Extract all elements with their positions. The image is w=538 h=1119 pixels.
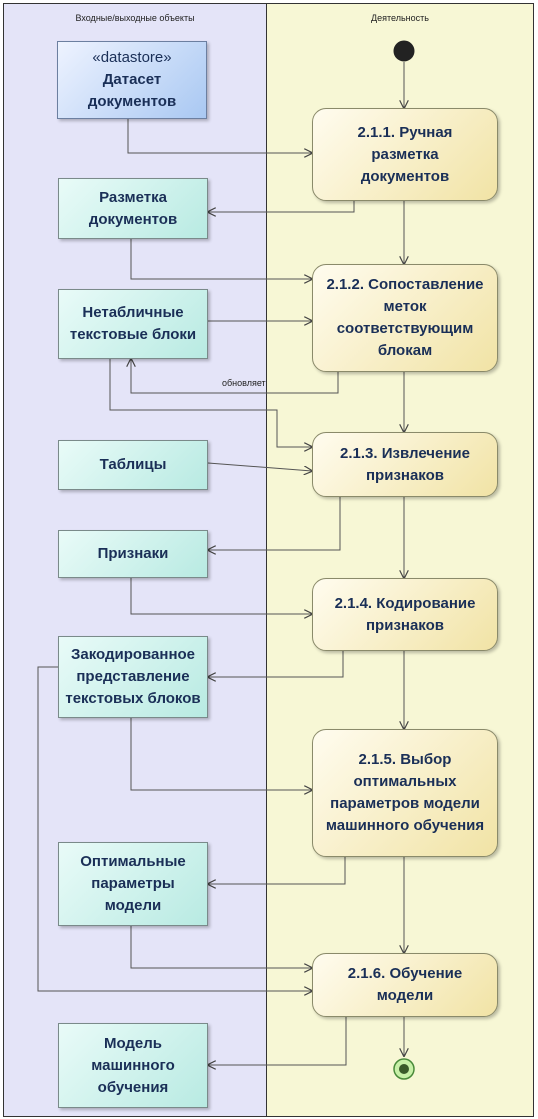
activity-label-line: признаков bbox=[366, 616, 444, 634]
activity-label-line: 2.1.6. Обучение bbox=[347, 965, 463, 982]
activity-label-line: разметка bbox=[371, 145, 439, 163]
activity-label-line: параметров модели bbox=[330, 795, 480, 812]
flow-a4-to-encoded bbox=[208, 651, 344, 677]
object-label-line: обучения bbox=[97, 1078, 169, 1096]
activity-label-line: 2.1.1. Ручная bbox=[357, 123, 453, 141]
activity-label-line: 2.1.4. Кодирование bbox=[334, 594, 476, 612]
object-ml-model[interactable]: Модель машинного обучения bbox=[58, 1023, 208, 1108]
datastore-title-line2: документов bbox=[87, 93, 177, 110]
object-tables[interactable]: Таблицы bbox=[58, 440, 208, 490]
flow-a2-updates-blocks bbox=[131, 359, 339, 394]
activity-label-line: оптимальных bbox=[353, 773, 457, 790]
object-label-line: модели bbox=[104, 897, 162, 914]
object-label-line: Модель bbox=[103, 1034, 163, 1052]
activity-label-line: документов bbox=[360, 167, 450, 185]
object-label-line: документов bbox=[88, 210, 178, 228]
activity-param-selection[interactable]: 2.1.5. Выбор оптимальных параметров моде… bbox=[312, 729, 498, 857]
datastore-title-line1: Датасет bbox=[102, 71, 162, 88]
activity-label-matching[interactable]: 2.1.2. Сопоставление меток соответствующ… bbox=[312, 264, 498, 372]
object-label-line: представление bbox=[76, 668, 190, 685]
object-label-line: Нетабличные bbox=[82, 304, 184, 321]
object-features[interactable]: Признаки bbox=[58, 530, 208, 578]
activity-label-line: блокам bbox=[377, 342, 433, 359]
flow-a1-to-markup bbox=[208, 201, 355, 212]
activity-manual-markup[interactable]: 2.1.1. Ручная разметка документов bbox=[312, 108, 498, 201]
activity-feature-encoding[interactable]: 2.1.4. Кодирование признаков bbox=[312, 578, 498, 651]
flow-a6-to-model bbox=[208, 1017, 347, 1065]
activity-feature-extraction[interactable]: 2.1.3. Извлечение признаков bbox=[312, 432, 498, 497]
object-label-line: машинного bbox=[91, 1056, 175, 1074]
datastore-stereotype: «datastore» bbox=[92, 49, 172, 66]
flow-features-to-a4 bbox=[130, 578, 312, 614]
object-label-line: текстовые блоки bbox=[69, 326, 197, 343]
flow-blocks-to-a3 bbox=[109, 359, 312, 447]
start-node bbox=[393, 40, 415, 62]
activity-label-line: машинного обучения bbox=[325, 817, 485, 834]
object-document-markup[interactable]: Разметка документов bbox=[58, 178, 208, 239]
activity-label-line: меток bbox=[383, 298, 427, 315]
lane-title-io-objects: Входные/выходные объекты bbox=[75, 13, 195, 23]
object-optimal-model-params[interactable]: Оптимальные параметры модели bbox=[58, 842, 208, 926]
flow-a5-to-params bbox=[208, 857, 346, 884]
object-label-line: Таблицы bbox=[99, 456, 167, 473]
activity-label-line: признаков bbox=[366, 466, 444, 484]
flow-encoded-to-a5 bbox=[130, 718, 312, 790]
flow-params-to-a6 bbox=[130, 926, 312, 968]
object-non-table-text-blocks[interactable]: Нетабличные текстовые блоки bbox=[58, 289, 208, 359]
object-label-line: Признаки bbox=[97, 545, 169, 562]
activity-label-line: 2.1.5. Выбор bbox=[358, 751, 452, 768]
activity-label-line: соответствующим bbox=[336, 320, 474, 337]
flow-markup-to-a2 bbox=[130, 239, 312, 279]
flow-a3-to-features bbox=[208, 497, 341, 550]
object-label-line: Разметка bbox=[99, 188, 167, 206]
flow-dataset-to-a1 bbox=[127, 119, 312, 153]
activity-model-training[interactable]: 2.1.6. Обучение модели bbox=[312, 953, 498, 1017]
edge-label-updates: обновляет bbox=[222, 378, 266, 388]
object-label-line: Оптимальные bbox=[80, 853, 186, 870]
flow-tables-to-a3 bbox=[207, 462, 312, 471]
end-node-inner bbox=[399, 1064, 409, 1074]
flow-encoded-to-a6 bbox=[37, 666, 312, 991]
activity-label-line: 2.1.3. Извлечение bbox=[340, 444, 470, 462]
object-encoded-text-blocks[interactable]: Закодированное представление текстовых б… bbox=[58, 636, 208, 718]
object-label-line: текстовых блоков bbox=[65, 690, 201, 707]
object-label-line: Закодированное bbox=[70, 646, 196, 663]
activity-label-line: модели bbox=[376, 987, 434, 1004]
object-label-line: параметры bbox=[91, 875, 175, 892]
datastore-document-dataset[interactable]: «datastore» Датасет документов bbox=[57, 41, 207, 119]
activity-label-line: 2.1.2. Сопоставление bbox=[326, 276, 484, 293]
lane-title-activity: Деятельность bbox=[371, 13, 429, 23]
